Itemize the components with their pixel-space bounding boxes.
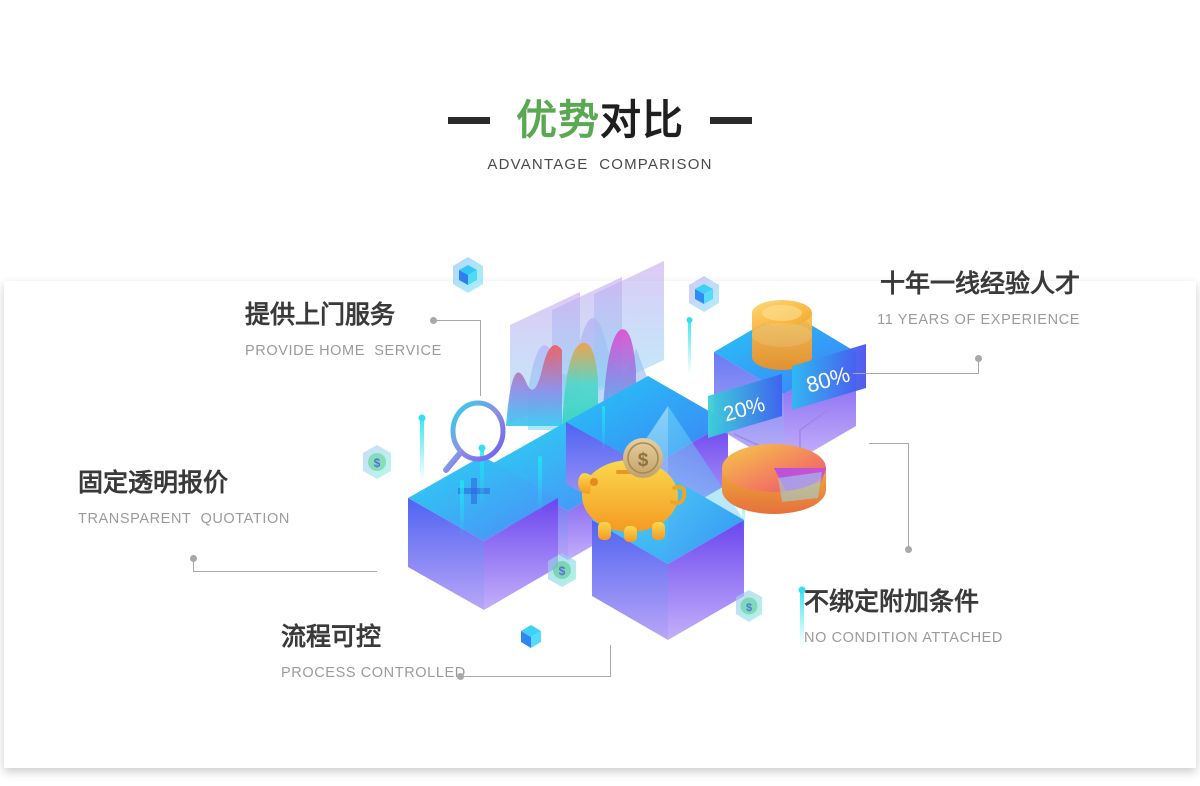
hex-coin-icon: $	[545, 551, 579, 589]
page-title: 优势对比	[516, 100, 684, 141]
percent-label-left: 20%	[708, 374, 782, 438]
feature-title-cn: 不绑定附加条件	[804, 588, 980, 616]
feature-title-cn: 固定透明报价	[78, 469, 229, 497]
feature-process-controlled: 流程可控 PROCESS CONTROLLED	[281, 623, 466, 681]
svg-text:$: $	[559, 564, 566, 578]
heading-rule-left	[448, 117, 490, 124]
percent-label-right: 80%	[792, 344, 866, 410]
hex-cube-icon	[518, 622, 544, 650]
feature-title-cn: 十年一线经验人才	[879, 270, 1080, 298]
feature-title-en: 11 YEARS OF EXPERIENCE	[877, 311, 1080, 328]
heading-rule-right	[710, 117, 752, 124]
magnifier-icon	[443, 400, 506, 473]
feature-transparent-quotation: 固定透明报价 TRANSPARENT QUOTATION	[78, 469, 290, 527]
piggy-bank-icon: $	[578, 438, 687, 542]
cylinder-database-icon	[752, 300, 812, 370]
page-subtitle: ADVANTAGE COMPARISON	[487, 156, 713, 173]
feature-title-en: NO CONDITION ATTACHED	[804, 629, 1003, 646]
hex-coin-icon: $	[360, 443, 394, 481]
coin-dollar-symbol: $	[638, 450, 649, 471]
wave-chart-icon	[506, 261, 664, 430]
feature-title-en: PROCESS CONTROLLED	[281, 664, 466, 681]
feature-provide-home-service: 提供上门服务 PROVIDE HOME SERVICE	[245, 301, 442, 359]
isometric-illustration: 20% 80%	[330, 230, 890, 700]
feature-title-cn: 流程可控	[281, 623, 382, 651]
feature-title-en: PROVIDE HOME SERVICE	[245, 342, 442, 359]
page-title-rest: 对比	[600, 97, 684, 143]
feature-title-en: TRANSPARENT QUOTATION	[78, 510, 290, 527]
page-title-accent: 优势	[516, 97, 600, 143]
feature-title-cn: 提供上门服务	[245, 301, 396, 329]
feature-no-condition-attached: 不绑定附加条件 NO CONDITION ATTACHED	[804, 588, 1003, 646]
section-heading: 优势对比 ADVANTAGE COMPARISON	[0, 100, 1200, 173]
hex-cube-icon	[450, 255, 486, 295]
pie-chart-icon	[722, 444, 826, 514]
hex-coin-icon: $	[733, 588, 765, 624]
svg-text:$: $	[374, 456, 381, 470]
hex-cube-icon	[686, 274, 722, 314]
heading-row: 优势对比	[0, 100, 1200, 141]
svg-text:$: $	[746, 602, 752, 614]
feature-years-of-experience: 十年一线经验人才 11 YEARS OF EXPERIENCE	[877, 270, 1080, 328]
